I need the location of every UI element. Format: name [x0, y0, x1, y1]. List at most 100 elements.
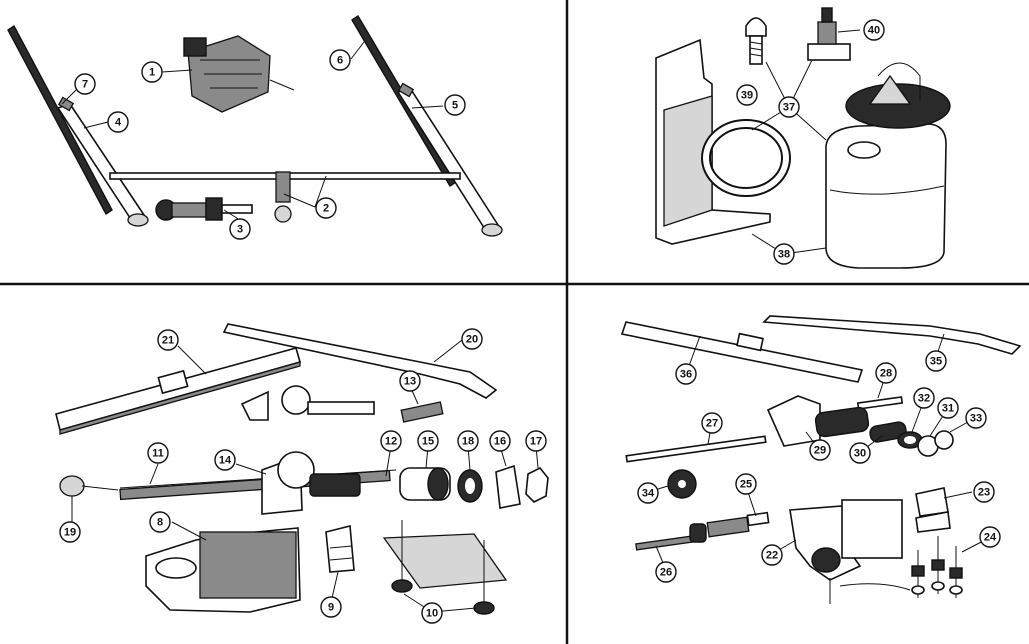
callout-circle — [925, 350, 947, 372]
callout-circle — [417, 430, 439, 452]
callout-circle — [461, 328, 483, 350]
callout-label: 9 — [328, 602, 334, 614]
callout-5: 5 — [444, 94, 466, 116]
callout-4: 4 — [107, 111, 129, 133]
callout-23: 23 — [973, 481, 995, 503]
callout-label: 7 — [82, 79, 88, 91]
mounting-plate-10 — [382, 520, 508, 615]
callout-label: 20 — [466, 334, 478, 346]
right-wiper-blade — [351, 15, 503, 237]
callout-24: 24 — [979, 526, 1001, 548]
callout-25: 25 — [735, 473, 757, 495]
washer-32 — [897, 431, 923, 449]
callout-circle — [74, 73, 96, 95]
callout-label: 38 — [778, 249, 790, 261]
callout-17: 17 — [525, 430, 547, 452]
callout-circle — [973, 481, 995, 503]
wiper-motor-1 — [183, 35, 295, 113]
callout-8: 8 — [149, 511, 171, 533]
callout-label: 33 — [970, 413, 982, 425]
callout-label: 14 — [219, 455, 232, 467]
callout-circle — [399, 370, 421, 392]
clip-23 — [915, 487, 951, 533]
callout-label: 32 — [918, 393, 930, 405]
callout-circle — [735, 473, 757, 495]
callout-label: 13 — [404, 376, 416, 388]
callout-label: 24 — [984, 532, 997, 544]
callout-label: 29 — [814, 445, 826, 457]
callout-circle — [655, 561, 677, 583]
callout-label: 18 — [462, 436, 474, 448]
callout-circle — [147, 442, 169, 464]
callout-27: 27 — [701, 412, 723, 434]
callout-label: 11 — [152, 448, 164, 460]
grommet-set-24 — [911, 536, 963, 598]
callout-label: 30 — [854, 448, 866, 460]
callout-circle — [214, 449, 236, 471]
callout-label: 23 — [978, 487, 990, 499]
callout-label: 6 — [337, 55, 343, 67]
spacer-13 — [400, 401, 444, 423]
callout-13: 13 — [399, 370, 421, 392]
callout-34: 34 — [637, 482, 659, 504]
callout-label: 5 — [452, 100, 458, 112]
callout-16: 16 — [489, 430, 511, 452]
callout-12: 12 — [380, 430, 402, 452]
callout-circle — [421, 602, 443, 624]
callout-15: 15 — [417, 430, 439, 452]
callout-label: 26 — [660, 567, 672, 579]
callout-38: 38 — [773, 243, 795, 265]
callout-circle — [875, 362, 897, 384]
callout-circle — [778, 96, 800, 118]
callout-circle — [315, 197, 337, 219]
callout-label: 19 — [64, 527, 76, 539]
callout-circle — [863, 19, 885, 41]
callout-37: 37 — [778, 96, 800, 118]
spindle-assembly — [155, 197, 253, 221]
callout-19: 19 — [59, 521, 81, 543]
callout-label: 25 — [740, 479, 752, 491]
callout-label: 40 — [868, 25, 880, 37]
callout-22: 22 — [761, 544, 783, 566]
clip-9 — [325, 524, 355, 573]
wiper-arm-20 — [222, 323, 498, 399]
wheelbox-29 — [766, 395, 870, 447]
quadrant-top-left — [7, 15, 503, 237]
bush-30 — [869, 421, 907, 443]
callout-label: 10 — [426, 608, 438, 620]
callout-label: 34 — [642, 488, 655, 500]
callout-circle — [701, 412, 723, 434]
rack-rod-27 — [625, 435, 767, 463]
callout-circle — [141, 61, 163, 83]
left-wiper-blade — [7, 24, 149, 227]
callout-circle — [157, 329, 179, 351]
callout-circle — [149, 511, 171, 533]
callout-3: 3 — [229, 218, 251, 240]
callout-circle — [761, 544, 783, 566]
callout-label: 8 — [157, 517, 163, 529]
callout-9: 9 — [320, 596, 342, 618]
cable-25-26 — [635, 511, 770, 551]
callout-circle — [809, 439, 831, 461]
callout-label: 37 — [783, 102, 795, 114]
callout-33: 33 — [965, 407, 987, 429]
callout-label: 4 — [115, 117, 122, 129]
callout-36: 36 — [675, 363, 697, 385]
callout-circle — [965, 407, 987, 429]
callout-label: 36 — [680, 369, 692, 381]
quadrant-bottom-right — [620, 315, 1022, 604]
callout-26: 26 — [655, 561, 677, 583]
callout-31: 31 — [937, 397, 959, 419]
callout-20: 20 — [461, 328, 483, 350]
washer-33 — [934, 430, 954, 450]
callout-7: 7 — [74, 73, 96, 95]
callout-39: 39 — [736, 84, 758, 106]
washer-reservoir — [825, 62, 951, 269]
callout-label: 15 — [422, 436, 434, 448]
linkage-rod — [109, 171, 461, 223]
callout-28: 28 — [875, 362, 897, 384]
callout-circle — [329, 49, 351, 71]
callout-label: 2 — [323, 203, 329, 215]
callout-circle — [979, 526, 1001, 548]
callout-6: 6 — [329, 49, 351, 71]
